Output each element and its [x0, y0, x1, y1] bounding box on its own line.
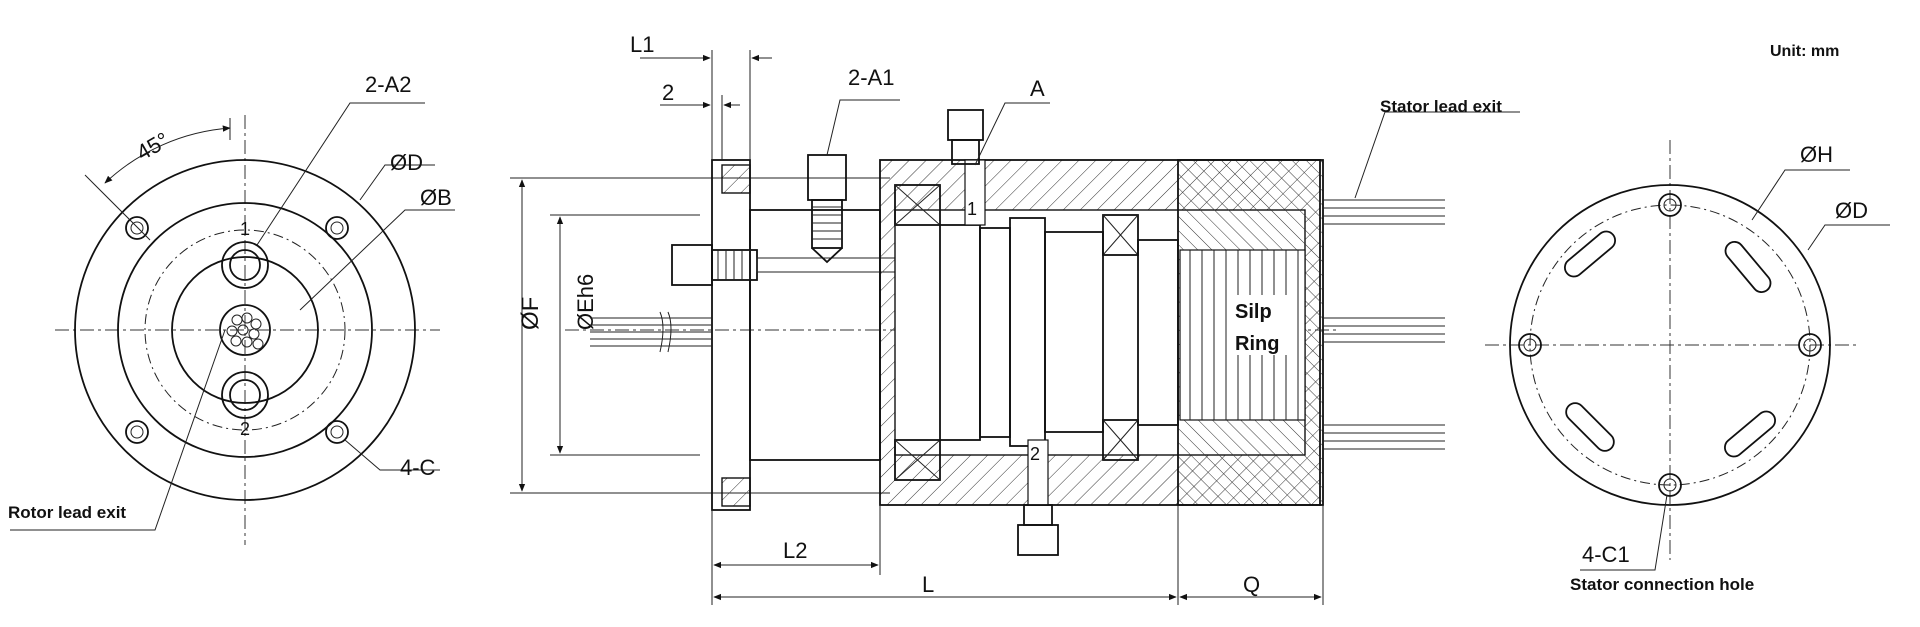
label-of: ØF	[517, 297, 544, 330]
stator-hole	[1658, 473, 1682, 497]
rotor-lead-bundle	[219, 304, 271, 356]
label-l: L	[922, 572, 934, 597]
lead-slot	[1724, 410, 1776, 458]
stator-leads-top	[1323, 199, 1445, 225]
stator-hole	[1518, 333, 1542, 357]
rotor-lead-exit-label: Rotor lead exit	[8, 503, 126, 522]
label-4c1: 4-C1	[1582, 542, 1630, 567]
angle-label: 45°	[132, 127, 173, 165]
lead-slot	[1724, 241, 1772, 293]
stator-leads-bottom	[1323, 424, 1445, 450]
port-2	[221, 371, 269, 419]
bearing-left	[894, 184, 941, 481]
fitting-bottom	[1017, 504, 1059, 556]
right-end-view: ØH ØD 4-C1 Stator connection hole	[1485, 140, 1890, 594]
port-2-number: 2	[240, 419, 250, 439]
label-l1: L1	[630, 32, 654, 57]
bolt-hole	[325, 216, 349, 240]
stator-lead-exit-label: Stator lead exit	[1380, 97, 1502, 116]
section-view: ØF ØEh6	[510, 32, 1520, 605]
label-l2: L2	[783, 538, 807, 563]
section-port-2: 2	[1030, 444, 1040, 464]
fitting-horizontal	[671, 244, 988, 286]
fitting-vertical	[807, 154, 847, 264]
label-2a2: 2-A2	[365, 72, 411, 97]
section-port-1: 1	[967, 199, 977, 219]
bolt-hole	[125, 216, 149, 240]
lead-slot	[1565, 402, 1615, 452]
stator-hole	[1658, 193, 1682, 217]
port-1	[221, 241, 269, 289]
slip-ring-rings	[1189, 250, 1299, 420]
port-1-number: 1	[240, 219, 250, 239]
bolt-hole	[325, 420, 349, 444]
label-od-left: ØD	[390, 150, 423, 175]
slip-ring-label-2: Ring	[1235, 333, 1279, 355]
label-2-dim: 2	[662, 80, 674, 105]
label-2a1: 2-A1	[848, 65, 894, 90]
left-end-view: 45° 2-A2 ØD ØB 4-C 1 2 Rotor lead exit	[8, 72, 455, 545]
label-oeh6: ØEh6	[573, 274, 598, 330]
stator-connection-hole-label: Stator connection hole	[1570, 575, 1754, 594]
unit-note: Unit: mm	[1770, 43, 1839, 60]
stator-leads-middle	[1323, 317, 1445, 343]
fitting-a	[947, 109, 984, 165]
stator-hole	[1798, 333, 1822, 357]
label-od-right: ØD	[1835, 198, 1868, 223]
label-a: A	[1030, 76, 1045, 101]
rotor-leads	[590, 311, 712, 353]
lead-slot	[1564, 230, 1616, 278]
label-oh: ØH	[1800, 142, 1833, 167]
label-4c: 4-C	[400, 455, 436, 480]
label-ob: ØB	[420, 185, 452, 210]
slip-ring-label-1: Silp	[1235, 301, 1272, 323]
bolt-hole	[125, 420, 149, 444]
label-q: Q	[1243, 572, 1260, 597]
